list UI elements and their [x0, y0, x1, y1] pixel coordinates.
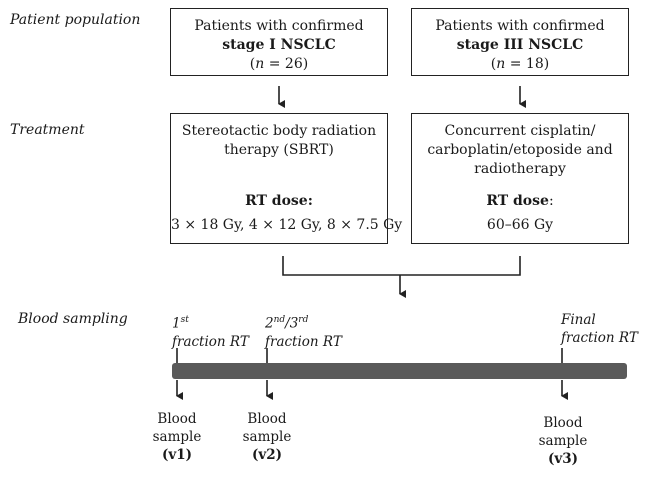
timeline-label-final-fraction: Final fraction RT: [561, 312, 638, 346]
patients-stage-1-stage: stage I NSCLC: [222, 37, 336, 53]
blood-sample-v3: Blood sample (v3): [538, 415, 588, 467]
treatment-chemoradio-dose-value: 60–66 Gy: [486, 217, 554, 233]
treatment-chemoradio-line3: radiotherapy: [474, 161, 566, 177]
treatment-chemoradio-line1: Concurrent cisplatin/: [444, 123, 596, 139]
treatment-sbrt-dose-label: RT dose:: [245, 193, 313, 209]
patients-stage-1-line1: Patients with confirmed: [194, 18, 364, 34]
timeline-bar: [172, 363, 627, 379]
section-label-treatment: Treatment: [10, 122, 85, 138]
patients-stage-3-box: Patients with confirmed stage III NSCLC …: [411, 8, 629, 76]
patients-stage-3-stage: stage III NSCLC: [456, 37, 584, 53]
treatment-chemoradio-box: Concurrent cisplatin/ carboplatin/etopos…: [411, 113, 629, 244]
blood-sample-v1: Blood sample (v1): [152, 411, 202, 463]
timeline-label-second-third-fraction: 2nd/3rd fraction RT: [265, 315, 342, 350]
patients-stage-3-line1: Patients with confirmed: [435, 18, 605, 34]
treatment-sbrt-line1: Stereotactic body radiation: [181, 123, 377, 139]
section-label-blood-sampling: Blood sampling: [18, 311, 128, 327]
treatment-sbrt-dose-value: 3 × 18 Gy, 4 × 12 Gy, 8 × 7.5 Gy: [171, 217, 403, 233]
patients-stage-3-count: (n = 18): [490, 56, 550, 72]
section-label-patient-population: Patient population: [10, 12, 141, 28]
treatment-chemoradio-dose-label: RT dose:: [486, 193, 554, 209]
merge-connector: [282, 256, 521, 276]
patients-stage-1-count: (n = 26): [249, 56, 309, 72]
blood-sample-v2: Blood sample (v2): [242, 411, 292, 463]
treatment-chemoradio-line2: carboplatin/etoposide and: [427, 142, 613, 158]
treatment-sbrt-line2: therapy (SBRT): [224, 142, 334, 158]
treatment-sbrt-box: Stereotactic body radiation therapy (SBR…: [170, 113, 403, 244]
patients-stage-1-box: Patients with confirmed stage I NSCLC (n…: [170, 8, 388, 76]
timeline-label-first-fraction: 1st fraction RT: [172, 315, 249, 350]
